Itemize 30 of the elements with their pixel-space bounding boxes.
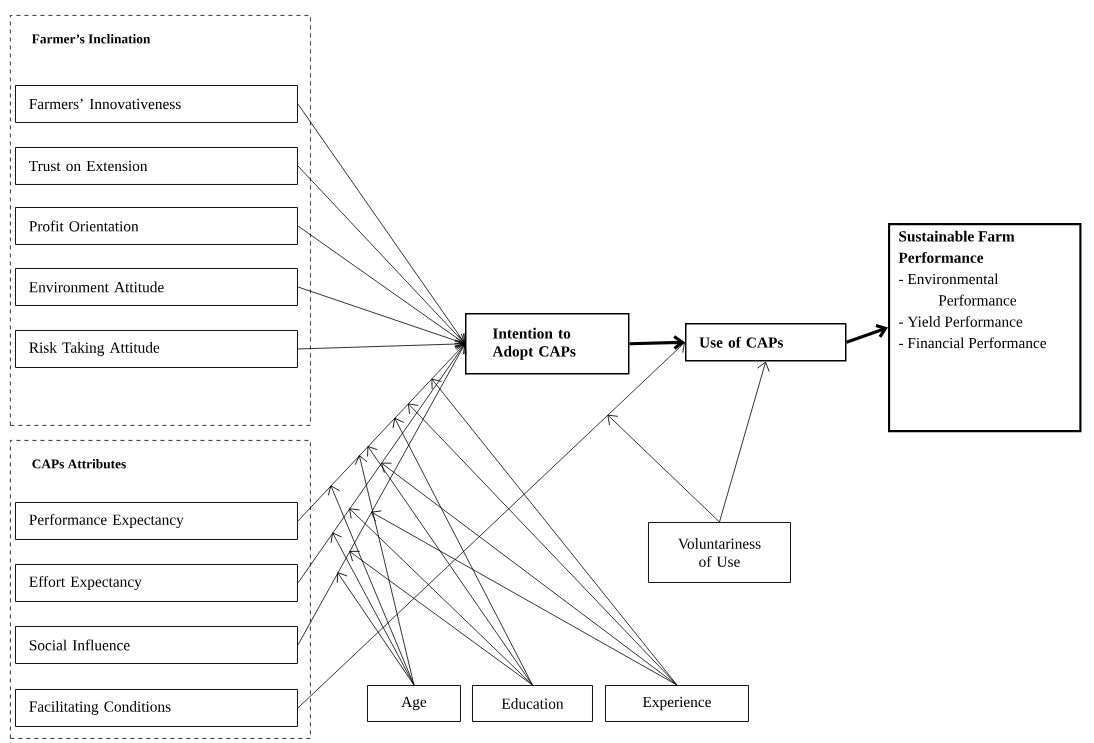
- arrow: [431, 378, 678, 686]
- construct-box: Trust on Extension: [15, 147, 298, 185]
- arrow: [607, 414, 720, 523]
- arrow: [297, 225, 465, 345]
- arrow: [354, 455, 415, 686]
- arrow: [297, 286, 465, 348]
- construct-box: Risk Taking Attitude: [15, 330, 298, 368]
- arrow: [336, 572, 415, 686]
- arrow: [349, 550, 533, 686]
- construct-box: Social Influence: [15, 626, 298, 664]
- arrow: [392, 417, 533, 686]
- construct-box: Education: [472, 685, 593, 722]
- construct-box: Voluntariness of Use: [648, 522, 791, 583]
- arrow: [629, 335, 685, 350]
- construct-box: Performance Expectancy: [15, 502, 298, 540]
- outcome-box: Sustainable Farm Performance - Environmental Performance - Yield Performance - Financial Performance: [888, 223, 1082, 433]
- construct-box: Experience: [605, 685, 749, 722]
- construct-box: Effort Expectancy: [15, 564, 298, 602]
- arrow: [371, 510, 678, 686]
- construct-box: Intention to Adopt CAPs: [465, 313, 630, 375]
- construct-box: Farmers’ Innovativeness: [15, 85, 298, 123]
- arrow: [297, 337, 465, 351]
- construct-box: Use of CAPs: [685, 323, 847, 362]
- construct-box: Facilitating Conditions: [15, 689, 298, 727]
- construct-box: Environment Attitude: [15, 268, 298, 306]
- arrow: [719, 361, 770, 523]
- arrow: [297, 342, 685, 709]
- arrow: [845, 323, 888, 344]
- construct-box: Profit Orientation: [15, 207, 298, 245]
- construct-box: Age: [367, 685, 461, 722]
